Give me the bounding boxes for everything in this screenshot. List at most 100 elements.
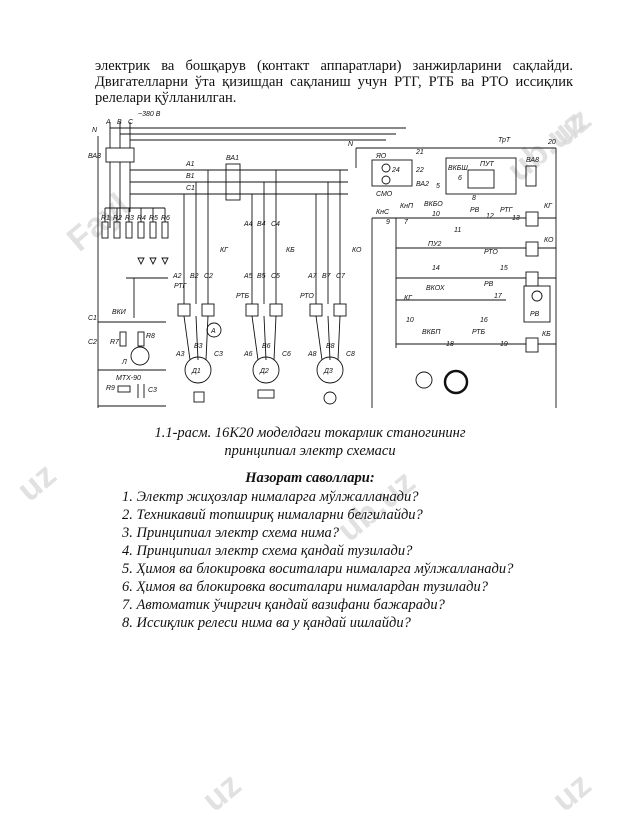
component-label: А8 [307,351,317,358]
component-label: 6 [458,175,462,182]
component-label: В3 [194,343,203,350]
caption-line: принципиал электр схемаси [224,443,396,459]
list-item: 4. Принципиал электр схема қандай тузила… [122,543,413,559]
component-label: 11 [454,227,461,234]
component-label: R8 [146,333,155,340]
component-label: А4 [243,221,253,228]
intro-line: релелари қўлланилган. [95,90,237,106]
component-label: 16 [480,317,488,324]
component-label: КнС [376,209,390,216]
neutral-label: N [92,127,98,134]
list-item: 8. Иссиқлик релеси нима ва у қандай ишла… [122,615,411,631]
component-label: С8 [346,351,355,358]
component-label: РТБ [472,329,486,336]
phase-label: С [128,119,134,126]
component-label: R5 [149,215,158,222]
component-label: С7 [336,273,346,280]
component-label: ВКБШ [448,165,468,172]
component-label: С3 [148,387,157,394]
component-label: 19 [500,341,508,348]
component-label: ПУТ [480,161,495,168]
component-label: КБ [286,247,295,254]
component-label: ВКОХ [426,285,445,292]
component-label: 8 [472,195,476,202]
component-label: С1 [88,315,97,322]
component-label: 10 [406,317,414,324]
component-label: МТХ-90 [116,375,141,382]
component-label: В1 [186,173,195,180]
component-label: РТГ [174,283,188,290]
component-label: РТБ [236,293,250,300]
document-page: Fayl uz ub.uz ub.uz uz uz uz электрик ва… [10,58,598,819]
component-label: А6 [243,351,253,358]
component-label: 12 [486,213,494,220]
component-label: ВКИ [112,309,127,316]
component-label: 14 [432,265,440,272]
component-label: 17 [494,293,503,300]
component-label: В8 [326,343,335,350]
component-label: РТО [300,293,314,300]
component-label: 18 [446,341,454,348]
component-label: 15 [500,265,508,272]
component-label: 5 [436,183,440,190]
component-label: С4 [271,221,280,228]
component-label: 24 [391,167,400,174]
component-label: КО [544,237,554,244]
component-label: РВ [470,207,480,214]
component-label: РТГ [500,207,514,214]
list-item: 1. Электр жиҳозлар нималарга мўлжалланад… [122,489,419,505]
motor-label: Д3 [323,368,333,375]
component-label: ВА8 [526,157,539,164]
motor-label: Д1 [191,368,201,375]
component-label: А2 [172,273,182,280]
component-label: А7 [307,273,318,280]
component-label: ВАЗ [88,153,102,160]
component-label: 22 [415,167,424,174]
component-label: ПУ2 [428,241,442,248]
list-item: 6. Ҳимоя ва блокировка воситалари нимала… [122,579,488,595]
component-label: В6 [262,343,271,350]
component-label: ВКБО [424,201,443,208]
component-label: R4 [137,215,146,222]
component-label: 13 [512,215,520,222]
motor-label: Д2 [259,368,269,375]
component-label: КГ [404,295,413,302]
questions-list: 1. Электр жиҳозлар нималарга мўлжалланад… [122,488,513,632]
figure-caption: 1.1-расм. 16К20 моделдаги токарлик стано… [100,424,520,460]
list-item: 2. Техникавий топшириқ нималарни белгила… [122,507,423,523]
component-label: В5 [257,273,266,280]
component-label: ВКБП [422,329,441,336]
component-label: R6 [161,215,170,222]
component-label: ЯО [375,153,387,160]
component-label: 20 [547,139,556,146]
component-label: КБ [542,331,551,338]
component-label: В7 [322,273,332,280]
component-label: КГ [220,247,229,254]
component-label: СМО [376,191,393,198]
watermark: uz [195,765,249,820]
supply-voltage-label: ~380 В [138,111,161,118]
component-label: А5 [243,273,253,280]
phase-label: В [117,119,122,126]
component-label: С6 [282,351,291,358]
component-label: R9 [106,385,115,392]
component-label: С3 [214,351,223,358]
watermark: uz [10,455,64,510]
component-label: R3 [125,215,134,222]
intro-line: Двигателларни ўта қизишдан сақланиш учун… [95,74,573,90]
questions-title: Назорат саволлари: [245,470,375,486]
caption-line: 1.1-расм. 16К20 моделдаги токарлик стано… [154,425,466,441]
intro-line: электрик ва бошқарув (контакт аппаратлар… [95,58,573,74]
component-label: С5 [271,273,280,280]
watermark: uz [545,765,599,820]
component-label: R1 [101,215,110,222]
component-label: ВА1 [226,155,239,162]
electrical-schematic: ~380 В А В С N N ВАЗ ВА1 А1 В1 С1 R1 R2 … [88,111,557,408]
component-label: 7 [404,219,409,226]
component-label: С1 [186,185,195,192]
component-label: С2 [204,273,213,280]
component-label: R7 [110,339,120,346]
component-label: А1 [185,161,195,168]
intro-paragraph: электрик ва бошқарув (контакт аппаратлар… [95,58,573,106]
component-label: КнП [400,203,414,210]
